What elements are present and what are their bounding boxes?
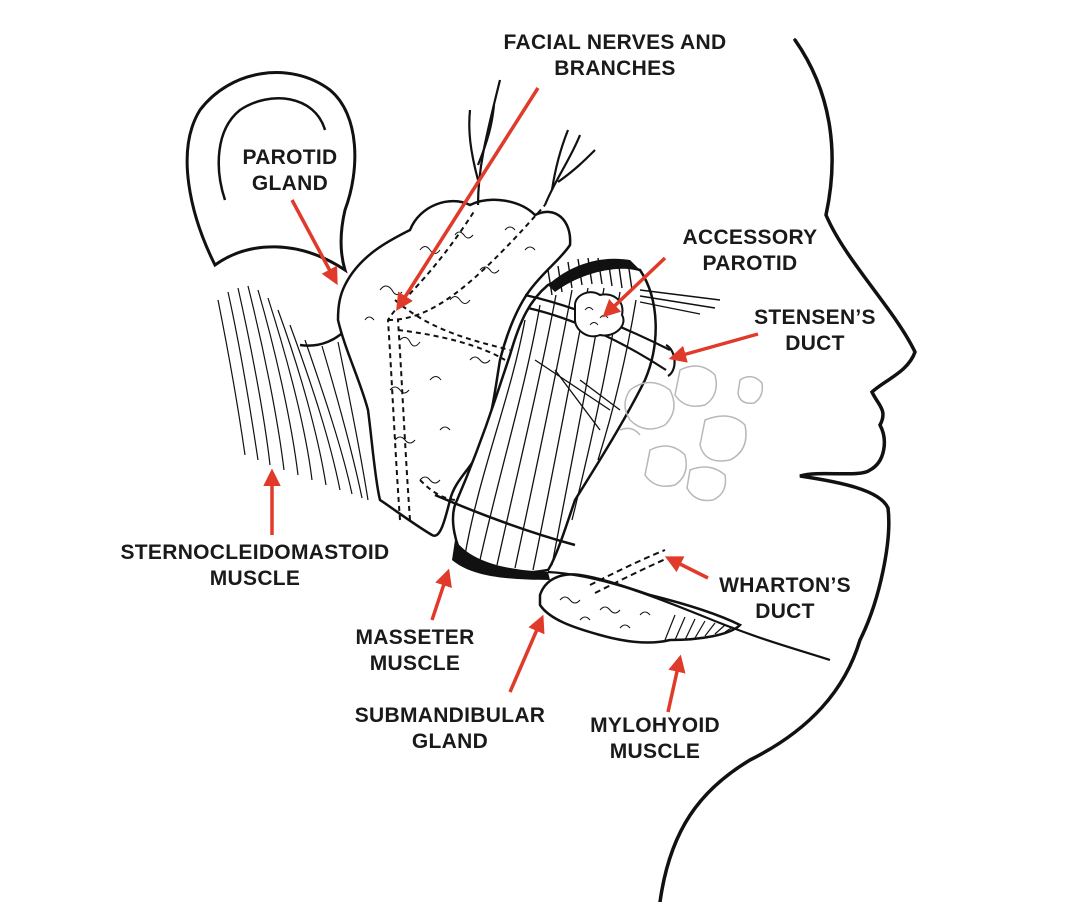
label-mylohyoid: MYLOHYOID MUSCLE <box>575 713 735 765</box>
label-whartons-duct-line1: WHARTON’S <box>719 574 851 597</box>
jaw-line <box>547 570 831 662</box>
label-mylohyoid-line2: MUSCLE <box>609 740 701 763</box>
parotid-texture <box>364 226 536 484</box>
arrow-stensens-duct <box>668 332 759 363</box>
label-mylohyoid-line1: MYLOHYOID <box>590 714 720 737</box>
arrow-parotid-gland <box>290 199 338 286</box>
facial-nerve-fibres <box>468 79 596 206</box>
parotid-gland-shape <box>336 198 572 538</box>
arrow-facial-nerves <box>396 87 540 311</box>
label-stensens-duct-line2: DUCT <box>785 332 845 355</box>
label-submandibular: SUBMANDIBULAR GLAND <box>335 703 565 755</box>
ear-outline <box>185 71 357 274</box>
label-parotid-gland-line2: GLAND <box>251 172 329 195</box>
label-facial-nerves-line1: FACIAL NERVES AND <box>503 31 727 54</box>
buccal-fat-texture <box>619 365 764 502</box>
label-masseter-line2: MUSCLE <box>369 652 461 675</box>
label-sternocleidomastoid: STERNOCLEIDOMASTOID MUSCLE <box>100 540 410 592</box>
label-accessory-parotid: ACCESSORY PAROTID <box>660 225 840 277</box>
accessory-parotid-shape <box>574 291 625 338</box>
label-parotid-gland: PAROTID GLAND <box>220 145 360 197</box>
label-facial-nerves-line2: BRANCHES <box>554 57 676 80</box>
label-stensens-duct: STENSEN’S DUCT <box>735 305 895 357</box>
label-accessory-parotid-line2: PAROTID <box>702 252 798 275</box>
mandible-line <box>434 493 576 547</box>
label-sternocleidomastoid-line2: MUSCLE <box>209 567 301 590</box>
arrow-masseter <box>430 568 452 621</box>
label-stensens-duct-line1: STENSEN’S <box>754 306 876 329</box>
label-masseter-line1: MASSETER <box>355 626 475 649</box>
label-facial-nerves: FACIAL NERVES AND BRANCHES <box>470 30 760 82</box>
masseter-lower-band <box>452 540 550 580</box>
arrow-mylohyoid <box>666 654 686 713</box>
facial-nerve-branches <box>386 204 546 521</box>
arrow-submandibular <box>508 614 545 693</box>
face-profile-outline <box>658 38 917 902</box>
label-parotid-gland-line1: PAROTID <box>242 146 338 169</box>
masseter-fibres <box>464 287 637 571</box>
sternocleidomastoid-hatching <box>217 285 369 501</box>
arrow-accessory-parotid <box>602 256 667 318</box>
masseter-upper-band <box>548 258 640 292</box>
label-accessory-parotid-line1: ACCESSORY <box>682 226 818 249</box>
whartons-duct <box>589 549 669 594</box>
label-submandibular-line2: GLAND <box>411 730 489 753</box>
label-whartons-duct-line2: DUCT <box>755 600 815 623</box>
label-sternocleidomastoid-line1: STERNOCLEIDOMASTOID <box>120 541 390 564</box>
label-whartons-duct: WHARTON’S DUCT <box>705 573 865 625</box>
label-masseter: MASSETER MUSCLE <box>340 625 490 677</box>
label-submandibular-line1: SUBMANDIBULAR <box>354 704 546 727</box>
masseter-top-hatching <box>547 257 721 315</box>
ear-inner-fold <box>217 97 327 201</box>
arrow-whartons-duct <box>664 556 709 580</box>
submandibular-texture <box>559 596 651 629</box>
pointer-arrows <box>263 87 759 713</box>
